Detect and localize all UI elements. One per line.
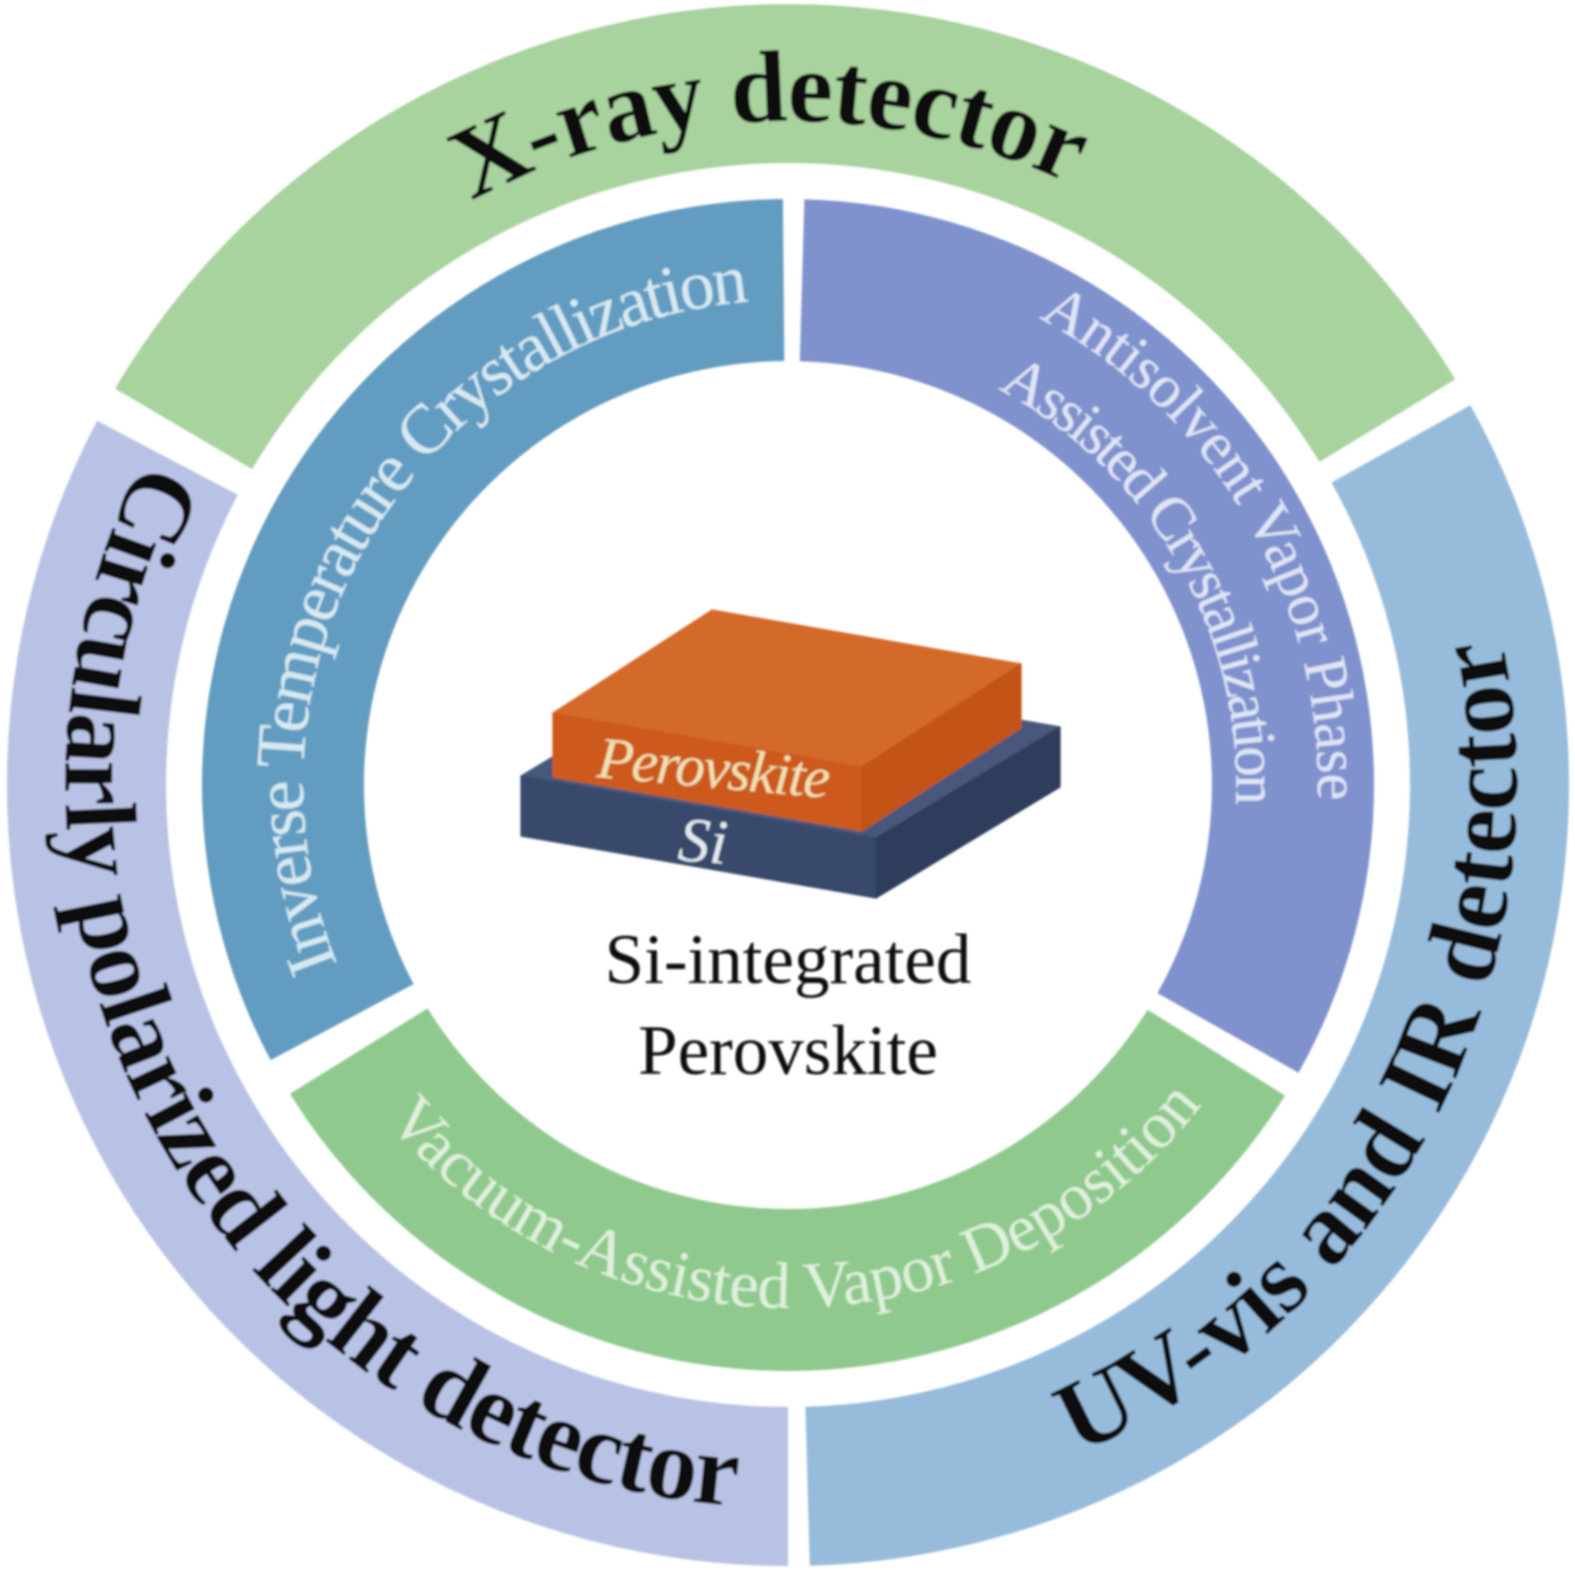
svg-text:Perovskite: Perovskite (638, 1012, 938, 1090)
svg-text:Si: Si (676, 804, 730, 878)
svg-text:Si-integrated: Si-integrated (605, 921, 972, 999)
